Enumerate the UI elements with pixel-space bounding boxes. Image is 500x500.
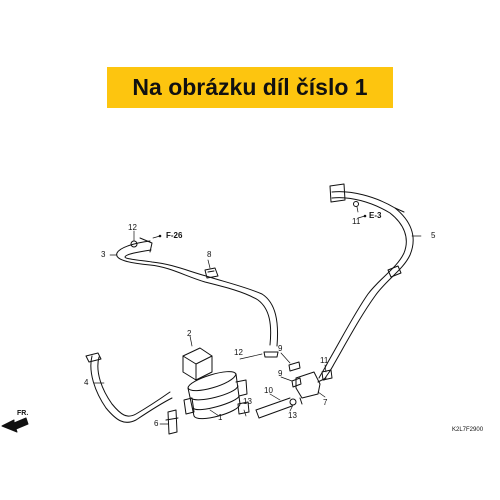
clip-12-lower xyxy=(263,351,279,358)
reference-e3: E-3 xyxy=(369,211,382,220)
leader-lines xyxy=(93,206,422,425)
clip-11-upper xyxy=(353,201,359,207)
callout-4: 4 xyxy=(84,378,89,387)
callout-1: 1 xyxy=(218,413,223,422)
banner-text: Na obrázku díl číslo 1 xyxy=(132,74,368,100)
callout-2: 2 xyxy=(187,329,192,338)
callout-12b: 12 xyxy=(234,348,243,357)
hose-3 xyxy=(116,237,279,347)
front-arrow-icon xyxy=(1,417,29,433)
cover-2 xyxy=(182,347,213,381)
reference-f26: F-26 xyxy=(166,231,183,240)
callout-12a: 12 xyxy=(128,223,137,232)
stay-6 xyxy=(165,409,179,435)
hose-4 xyxy=(85,352,173,423)
clamp-13-right xyxy=(289,398,297,406)
callout-5: 5 xyxy=(431,231,436,240)
hose-5 xyxy=(318,183,414,381)
callout-11a: 11 xyxy=(352,217,361,226)
clip-11-lower xyxy=(321,369,333,381)
callout-13b: 13 xyxy=(288,411,297,420)
callout-7: 7 xyxy=(323,398,328,407)
callout-9b: 9 xyxy=(278,369,283,378)
callout-9a: 9 xyxy=(278,344,283,353)
callout-6: 6 xyxy=(154,419,159,428)
clamp-13-left xyxy=(237,401,250,415)
callout-3: 3 xyxy=(101,250,106,259)
direction-label: FR. xyxy=(17,410,29,417)
part-number-banner: Na obrázku díl číslo 1 xyxy=(107,67,393,108)
joint-7 xyxy=(295,371,327,405)
callout-11b: 11 xyxy=(320,356,329,365)
callout-10: 10 xyxy=(264,386,273,395)
grommet-8 xyxy=(204,267,219,279)
callout-8: 8 xyxy=(207,250,212,259)
callout-13a: 13 xyxy=(243,397,252,406)
bolt-9-a xyxy=(288,361,301,372)
hose-10 xyxy=(255,397,293,419)
bolt-9-b xyxy=(291,377,302,388)
diagram-code: K2L7F2900 xyxy=(452,427,484,433)
